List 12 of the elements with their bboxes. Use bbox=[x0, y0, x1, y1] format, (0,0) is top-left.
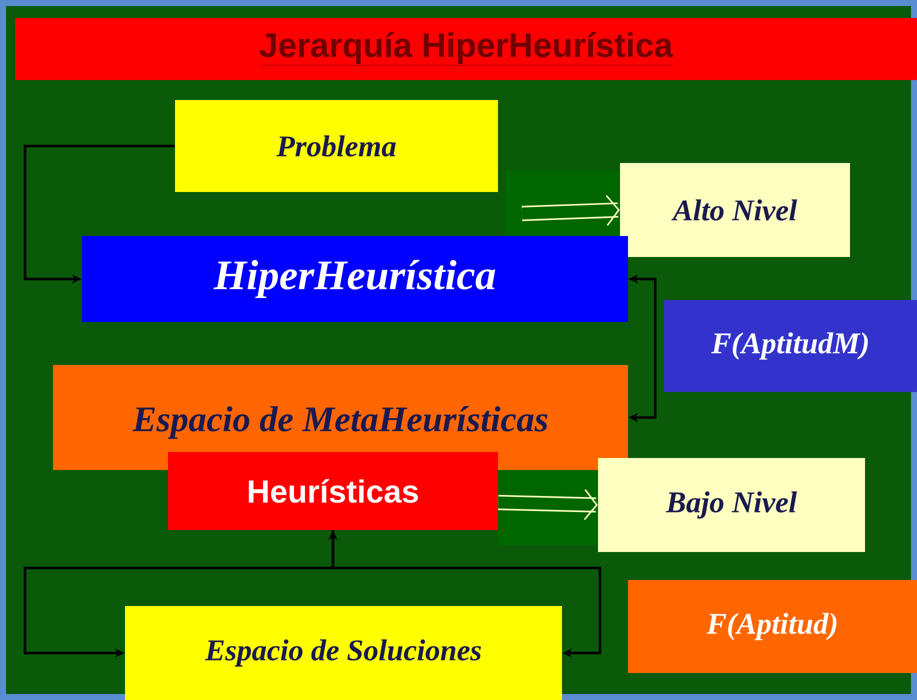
text-box: Alto Nivel bbox=[620, 162, 850, 257]
double-arrow bbox=[498, 489, 598, 520]
text-box: F(Aptitud) bbox=[628, 580, 917, 673]
text-box: Espacio de Soluciones bbox=[125, 606, 562, 700]
text-box: Bajo Nivel bbox=[598, 458, 865, 552]
text-box: HiperHeurística bbox=[82, 236, 628, 322]
text-box: Problema bbox=[175, 100, 498, 192]
text-box: F(AptitudM) bbox=[664, 300, 917, 392]
text-box: Heurísticas bbox=[168, 452, 498, 530]
arrow bbox=[332, 530, 602, 658]
title-bar: Jerarquía HiperHeurística bbox=[15, 18, 917, 80]
double-arrow bbox=[522, 194, 620, 226]
